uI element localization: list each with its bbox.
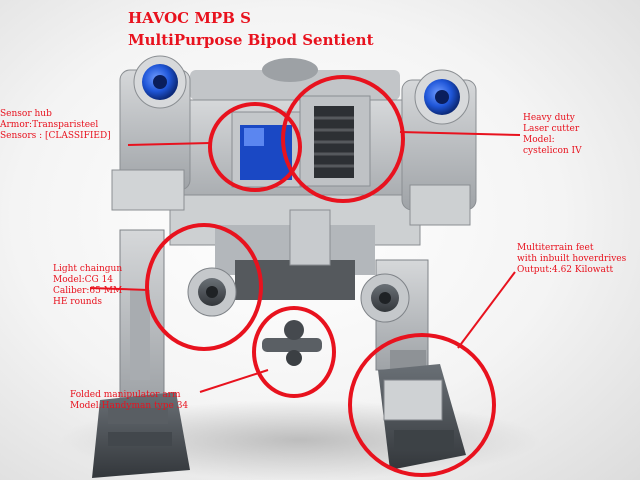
laser-cutter-line-3: Model:: [523, 135, 555, 145]
chaingun-pointer: [89, 287, 149, 291]
chaingun-left: [187, 267, 237, 317]
chaingun-line-4: HE rounds: [53, 297, 102, 307]
sensor-hub-pointer: [127, 142, 211, 146]
annotation-marks: [89, 75, 521, 477]
sensor-hub-line-1: Sensor hub: [0, 109, 52, 119]
feet-circle: [348, 333, 496, 477]
manipulator-arm: [262, 320, 322, 366]
sensor-hub-callout: Sensor hub Armor:Transparisteel Sensors …: [0, 109, 111, 142]
chaingun-line-2: Model:CG 14: [53, 275, 114, 285]
feet-line-3: Output:4.62 Kilowatt: [517, 265, 614, 275]
title-line-2: MultiPurpose Bipod Sentient: [128, 31, 374, 49]
title-line-1: HAVOC MPB S: [128, 9, 251, 27]
sensor-hub-circle: [208, 102, 302, 192]
manipulator-pointer: [199, 369, 269, 393]
chaingun-line-1: Light chaingun: [53, 264, 123, 274]
laser-cutter-line-2: Laser cutter: [523, 124, 580, 134]
chaingun-line-3: Caliber:65 MM: [53, 286, 123, 296]
feet-line-1: Multiterrain feet: [517, 243, 594, 253]
laser-cutter: [299, 95, 371, 187]
laser-cutter-line-4: cystelicon IV: [523, 146, 582, 156]
manipulator-circle: [252, 306, 336, 398]
feet-callout: Multiterrain feet with inbuilt hoverdriv…: [517, 243, 626, 276]
chaingun-right: [360, 273, 410, 323]
laser-cutter-callout: Heavy duty Laser cutter Model: cystelico…: [523, 113, 582, 157]
right-pod: [401, 69, 477, 226]
feet-line-2: with inbuilt hoverdrives: [517, 254, 627, 264]
chaingun-circle: [145, 223, 263, 351]
laser-cutter-line-1: Heavy duty: [523, 113, 575, 123]
manipulator-line-1: Folded manipulator arm: [70, 390, 181, 400]
left-leg: [92, 229, 190, 478]
sensor-hub-line-3: Sensors : [CLASSIFIED]: [0, 131, 111, 141]
manipulator-callout: Folded manipulator arm Model:Handyman ty…: [70, 390, 188, 412]
sensor-hub-line-2: Armor:Transparisteel: [0, 120, 99, 130]
laser-cutter-pointer: [399, 131, 521, 136]
feet-pointer: [457, 271, 516, 349]
chaingun-callout: Light chaingun Model:CG 14 Caliber:65 MM…: [53, 264, 122, 308]
manipulator-line-2: Model:Handyman type 34: [70, 401, 189, 411]
laser-cutter-circle: [281, 75, 405, 203]
left-pod: [111, 55, 191, 211]
